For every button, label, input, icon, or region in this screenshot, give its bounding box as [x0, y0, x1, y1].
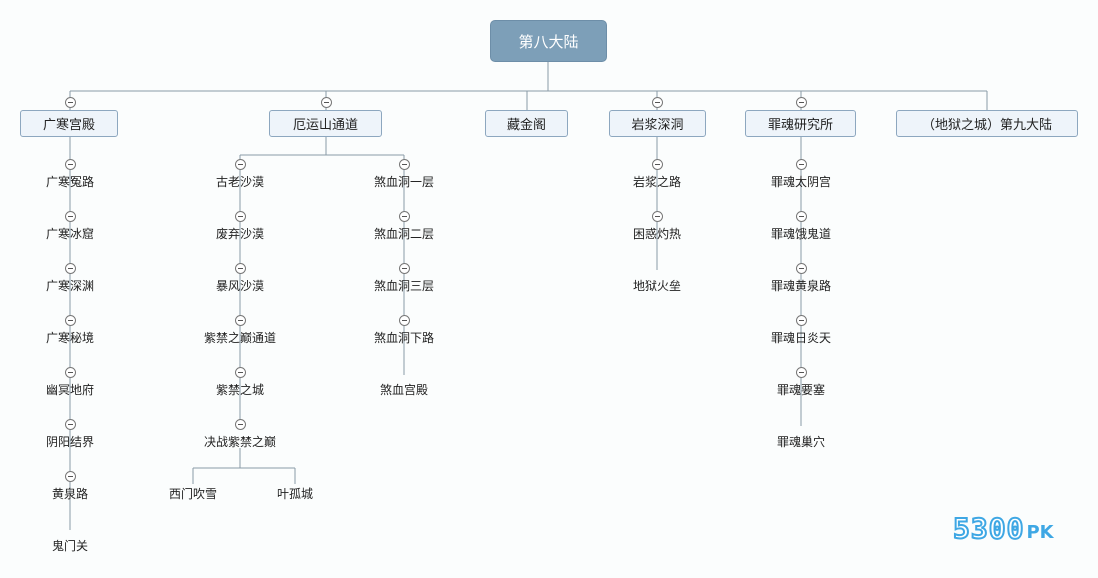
collapse-toggle-icon[interactable] — [235, 419, 246, 430]
collapse-toggle-icon[interactable] — [652, 97, 663, 108]
node-eyun-right-2[interactable]: 煞血洞二层 — [373, 227, 435, 241]
collapse-toggle-icon[interactable] — [796, 315, 807, 326]
branch-diyu[interactable]: （地狱之城）第九大陆 — [896, 110, 1078, 137]
root-node[interactable]: 第八大陆 — [490, 20, 607, 62]
collapse-toggle-icon[interactable] — [65, 263, 76, 274]
collapse-toggle-icon[interactable] — [235, 263, 246, 274]
branch-zuihun[interactable]: 罪魂研究所 — [745, 110, 856, 137]
collapse-toggle-icon[interactable] — [399, 263, 410, 274]
node-guanghan-8[interactable]: 鬼门关 — [51, 539, 89, 553]
collapse-toggle-icon[interactable] — [652, 159, 663, 170]
watermark-logo: 5300 PK — [952, 511, 1054, 546]
node-guanghan-6[interactable]: 阴阳结界 — [45, 435, 95, 449]
collapse-toggle-icon[interactable] — [65, 419, 76, 430]
node-eyun-left-1[interactable]: 古老沙漠 — [215, 175, 265, 189]
collapse-toggle-icon[interactable] — [796, 367, 807, 378]
collapse-toggle-icon[interactable] — [235, 211, 246, 222]
collapse-toggle-icon[interactable] — [65, 367, 76, 378]
node-zuihun-1[interactable]: 罪魂太阴宫 — [770, 175, 832, 189]
node-guanghan-5[interactable]: 幽冥地府 — [45, 383, 95, 397]
collapse-toggle-icon[interactable] — [796, 159, 807, 170]
collapse-toggle-icon[interactable] — [65, 159, 76, 170]
node-zuihun-6[interactable]: 罪魂巢穴 — [776, 435, 826, 449]
branch-cangjin[interactable]: 藏金阁 — [485, 110, 568, 137]
watermark-pk: PK — [1026, 522, 1054, 543]
node-zuihun-4[interactable]: 罪魂日炎天 — [770, 331, 832, 345]
collapse-toggle-icon[interactable] — [65, 211, 76, 222]
collapse-toggle-icon[interactable] — [796, 211, 807, 222]
node-eyun-left-4[interactable]: 紫禁之巅通道 — [203, 331, 277, 345]
collapse-toggle-icon[interactable] — [65, 471, 76, 482]
collapse-toggle-icon[interactable] — [321, 97, 332, 108]
node-zuihun-3[interactable]: 罪魂黄泉路 — [770, 279, 832, 293]
collapse-toggle-icon[interactable] — [796, 97, 807, 108]
branch-yanjiang[interactable]: 岩浆深洞 — [609, 110, 706, 137]
node-yanjiang-1[interactable]: 岩浆之路 — [632, 175, 682, 189]
node-eyun-left-2[interactable]: 废弃沙漠 — [215, 227, 265, 241]
node-guanghan-3[interactable]: 广寒深渊 — [45, 279, 95, 293]
collapse-toggle-icon[interactable] — [399, 159, 410, 170]
node-eyun-left-6[interactable]: 决战紫禁之巅 — [203, 435, 277, 449]
collapse-toggle-icon[interactable] — [796, 263, 807, 274]
collapse-toggle-icon[interactable] — [235, 367, 246, 378]
node-guanghan-7[interactable]: 黄泉路 — [51, 487, 89, 501]
node-yanjiang-2[interactable]: 困惑灼热 — [632, 227, 682, 241]
collapse-toggle-icon[interactable] — [399, 315, 410, 326]
node-zuihun-2[interactable]: 罪魂饿鬼道 — [770, 227, 832, 241]
node-guanghan-1[interactable]: 广寒冤路 — [45, 175, 95, 189]
node-eyun-right-5[interactable]: 煞血宫殿 — [379, 383, 429, 397]
collapse-toggle-icon[interactable] — [399, 211, 410, 222]
node-yanjiang-3[interactable]: 地狱火垒 — [632, 279, 682, 293]
node-zuihun-5[interactable]: 罪魂要塞 — [776, 383, 826, 397]
collapse-toggle-icon[interactable] — [652, 211, 663, 222]
collapse-toggle-icon[interactable] — [65, 315, 76, 326]
node-eyun-left-3[interactable]: 暴风沙漠 — [215, 279, 265, 293]
collapse-toggle-icon[interactable] — [235, 159, 246, 170]
node-eyun-final-1[interactable]: 西门吹雪 — [168, 487, 218, 501]
watermark-number: 5300 — [952, 511, 1025, 546]
node-eyun-final-2[interactable]: 叶孤城 — [276, 487, 314, 501]
node-eyun-left-5[interactable]: 紫禁之城 — [215, 383, 265, 397]
branch-guanghan[interactable]: 广寒宫殿 — [20, 110, 118, 137]
branch-eyun[interactable]: 厄运山通道 — [269, 110, 382, 137]
node-guanghan-2[interactable]: 广寒冰窟 — [45, 227, 95, 241]
collapse-toggle-icon[interactable] — [235, 315, 246, 326]
node-eyun-right-4[interactable]: 煞血洞下路 — [373, 331, 435, 345]
collapse-toggle-icon[interactable] — [65, 97, 76, 108]
node-eyun-right-3[interactable]: 煞血洞三层 — [373, 279, 435, 293]
node-eyun-right-1[interactable]: 煞血洞一层 — [373, 175, 435, 189]
node-guanghan-4[interactable]: 广寒秘境 — [45, 331, 95, 345]
